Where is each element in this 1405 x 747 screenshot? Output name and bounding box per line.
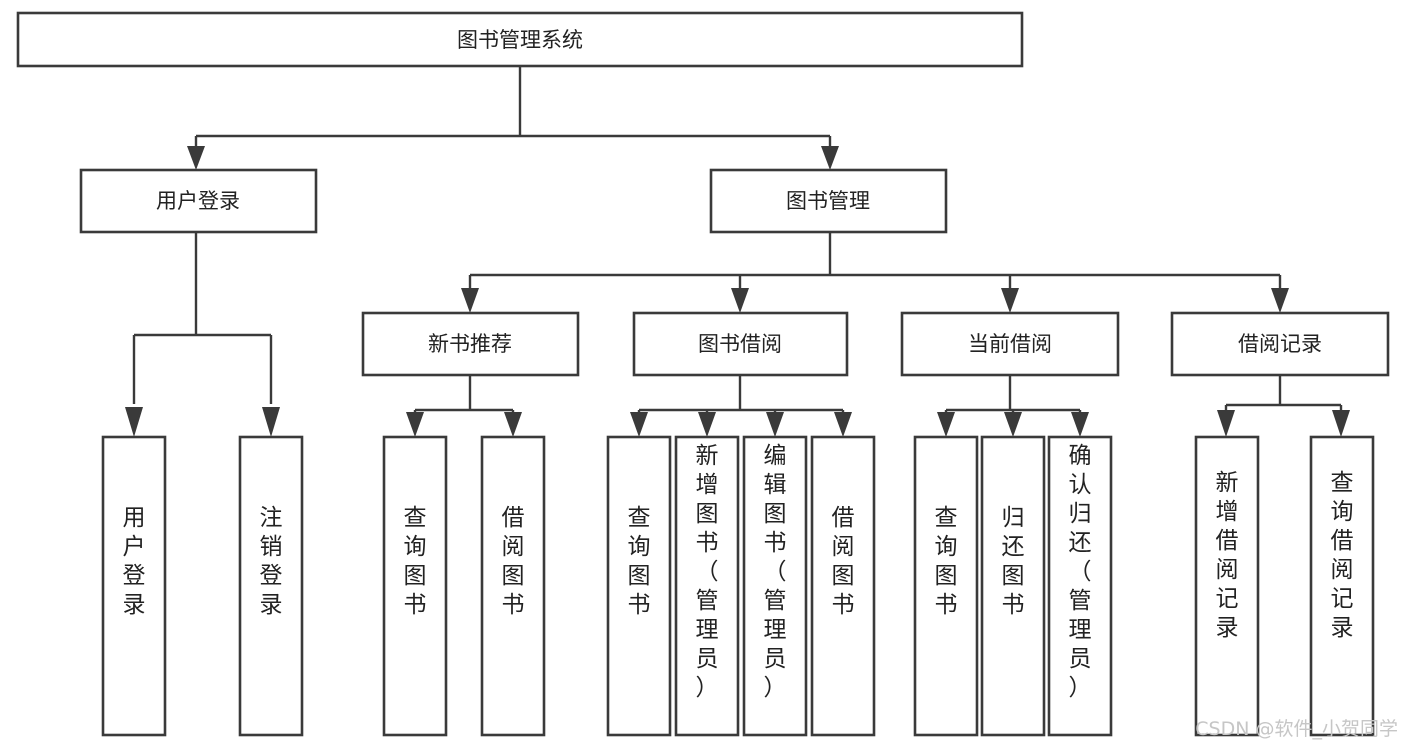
leaf-nb-borrow-book[interactable]: 借阅图书 [480,435,546,737]
arrow-to-current-borrow [1001,288,1019,313]
leaf-br-query-record[interactable]: 查询借阅记录 [1309,435,1375,737]
node-user-login-label: 用户登录 [156,189,240,213]
leaf-br-query-record-label: 查询借阅记录 [1331,470,1354,641]
arrow-bb-leaf-1 [630,412,648,437]
leaf-nb-borrow-book-label: 借阅图书 [502,505,525,618]
leaf-bb-add-book-label: 新增图书（管理员） [696,443,719,701]
edge-new-book-bus [413,375,515,416]
leaf-cb-return-book-label: 归还图书 [1002,505,1025,618]
edge-borrow-record-bus [1224,375,1343,413]
leaf-bb-borrow-book[interactable]: 借阅图书 [810,435,876,737]
arrow-bb-leaf-3 [766,412,784,437]
leaf-bb-add-book[interactable]: 新增图书（管理员） [674,435,740,737]
node-book-borrow-label: 图书借阅 [698,332,782,356]
arrow-to-book-borrow [731,288,749,313]
leaf-cb-query-book-label: 查询图书 [935,505,958,618]
node-book-manage-label: 图书管理 [786,189,870,213]
arrow-cb-leaf-3 [1071,412,1089,437]
node-root[interactable]: 图书管理系统 [16,11,1024,68]
node-borrow-record-label: 借阅记录 [1238,332,1322,356]
leaf-bb-query-book[interactable]: 查询图书 [606,435,672,737]
node-book-manage[interactable]: 图书管理 [709,168,948,234]
arrow-cb-leaf-1 [937,412,955,437]
arrow-nb-leaf-2 [504,412,522,437]
leaf-cb-confirm-return[interactable]: 确认归还（管理员） [1047,435,1113,737]
leaf-logout[interactable]: 注销登录 [238,435,304,737]
edge-user-login-bus [132,232,273,404]
leaf-user-login[interactable]: 用户登录 [101,435,167,737]
edge-book-borrow-bus [637,375,845,416]
arrow-bb-leaf-4 [834,412,852,437]
arrow-to-book-manage [821,146,839,170]
arrow-to-leaf-logout [262,407,280,437]
leaf-cb-return-book[interactable]: 归还图书 [980,435,1046,737]
leaf-logout-label: 注销登录 [260,505,283,618]
edge-book-manage-bus [468,232,1282,291]
leaf-cb-query-book[interactable]: 查询图书 [913,435,979,737]
edge-layer [125,66,1350,437]
arrow-nb-leaf-1 [406,412,424,437]
node-current-borrow[interactable]: 当前借阅 [900,311,1120,377]
leaf-br-add-record-label: 新增借阅记录 [1216,470,1239,641]
node-current-borrow-label: 当前借阅 [968,332,1052,356]
node-user-login[interactable]: 用户登录 [79,168,318,234]
edge-root-bus [194,66,832,152]
arrow-bb-leaf-2 [698,412,716,437]
csdn-watermark: CSDN @软件_小贺同学 [1195,718,1398,740]
arrow-cb-leaf-2 [1004,412,1022,437]
leaf-bb-borrow-book-label: 借阅图书 [832,505,855,618]
leaf-user-login-label: 用户登录 [123,505,146,618]
leaf-bb-edit-book[interactable]: 编辑图书（管理员） [742,435,808,737]
leaf-cb-confirm-return-label: 确认归还（管理员） [1069,443,1092,701]
leaf-bb-query-book-label: 查询图书 [628,505,651,618]
arrow-to-user-login [187,146,205,170]
edge-current-borrow-bus [944,375,1082,416]
arrow-to-borrow-record [1271,288,1289,313]
arrow-br-leaf-2 [1332,410,1350,437]
node-book-borrow[interactable]: 图书借阅 [632,311,849,377]
leaf-nb-query-book-label: 查询图书 [404,505,427,618]
leaf-nb-query-book[interactable]: 查询图书 [382,435,448,737]
leaf-br-add-record[interactable]: 新增借阅记录 [1194,435,1260,737]
node-borrow-record[interactable]: 借阅记录 [1170,311,1390,377]
node-root-label: 图书管理系统 [457,28,583,52]
arrow-to-new-book [461,288,479,313]
arrow-to-leaf-user-login [125,407,143,437]
arrow-br-leaf-1 [1217,410,1235,437]
leaf-bb-edit-book-label: 编辑图书（管理员） [764,443,787,701]
node-new-book-recommend[interactable]: 新书推荐 [361,311,580,377]
node-new-book-recommend-label: 新书推荐 [428,332,512,356]
